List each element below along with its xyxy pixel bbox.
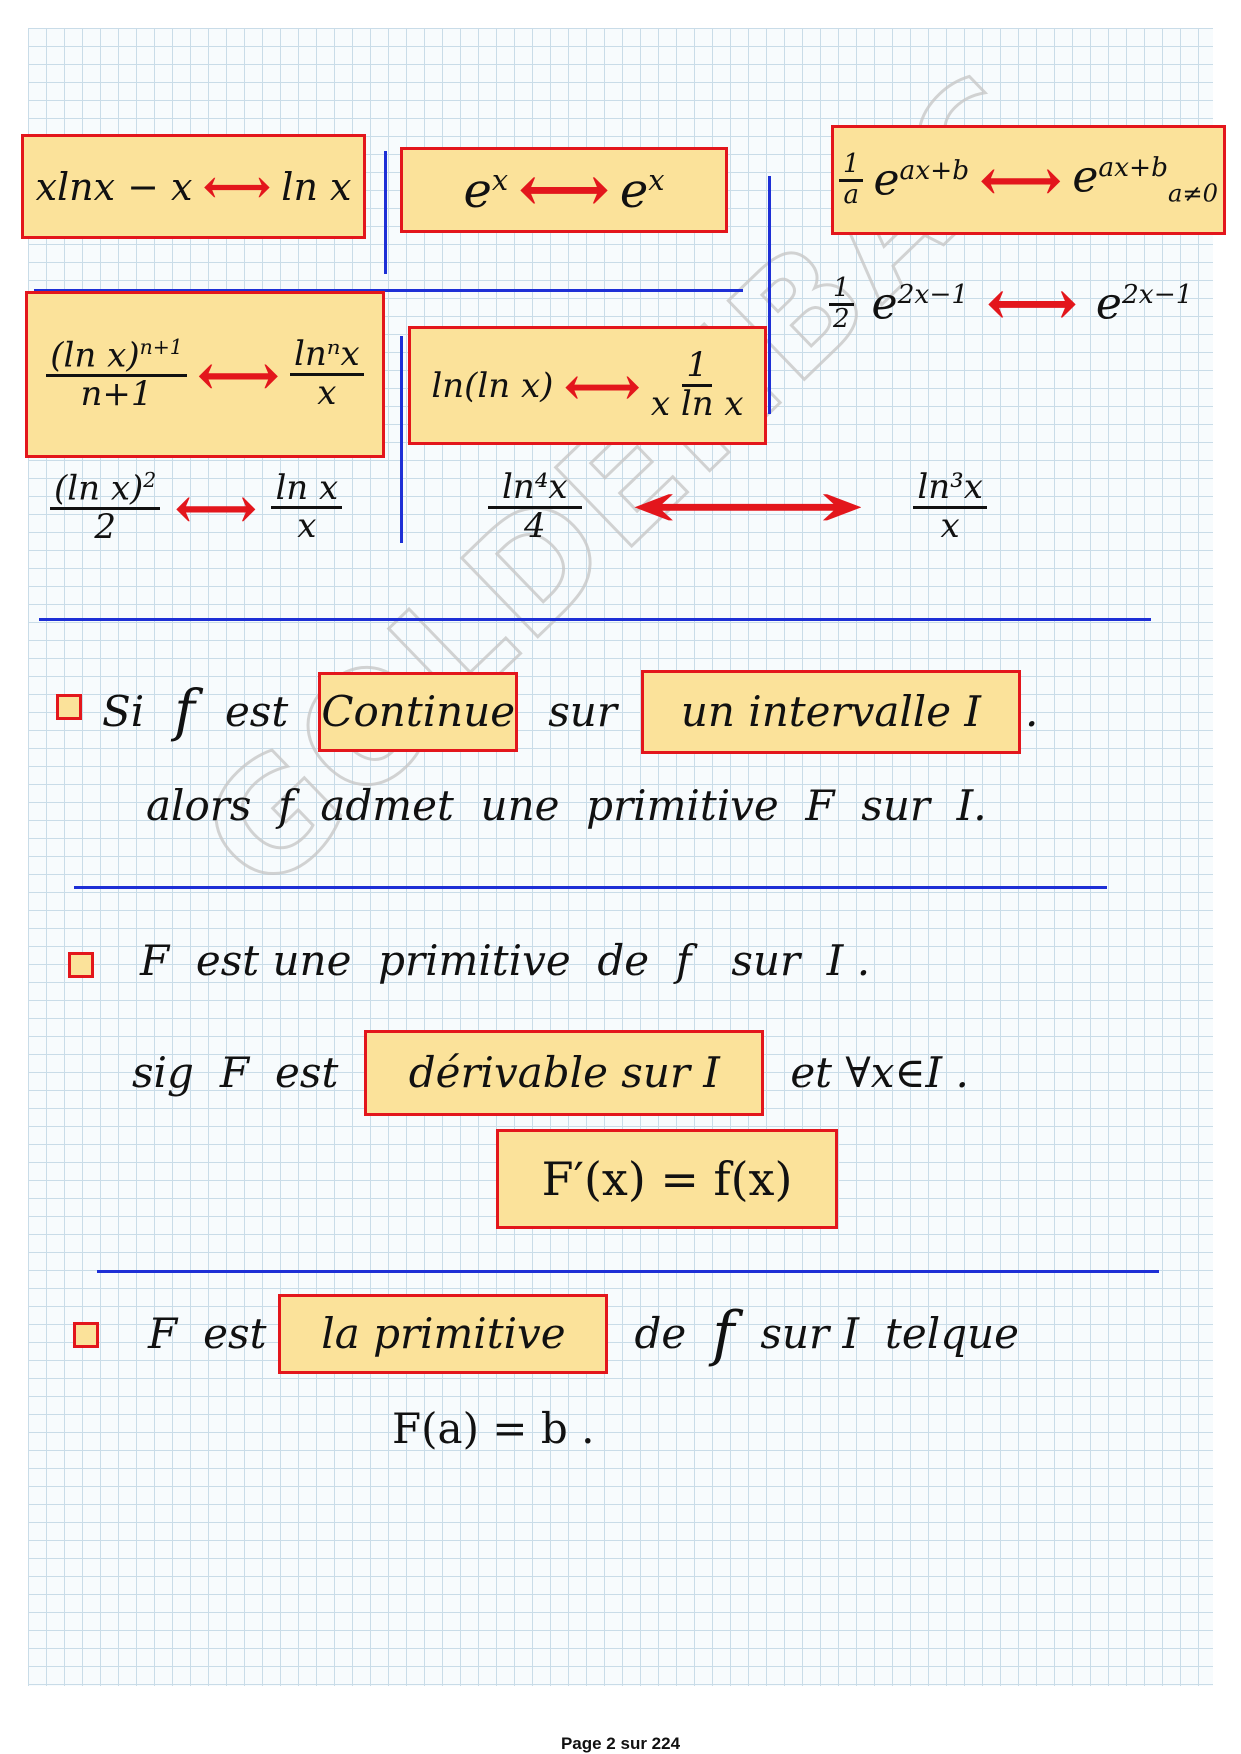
formula-right: ln x: [281, 164, 352, 209]
formula-xlnx: xlnx − x ⟷ ln x: [21, 134, 366, 239]
text: sur I: [760, 1309, 860, 1358]
double-arrow-icon: ⟷: [174, 473, 258, 542]
text: est: [203, 1309, 267, 1358]
text: est: [224, 687, 289, 736]
text: telque: [885, 1309, 1020, 1358]
highlight-continue: Continue: [318, 672, 519, 752]
double-arrow-icon: ⟷: [196, 340, 280, 409]
section3-line2: F(a) = b .: [392, 1404, 595, 1453]
formula-right: e2x−1: [1095, 278, 1193, 330]
text: de: [634, 1309, 687, 1358]
divider-vertical: [400, 336, 403, 543]
formula-left: xlnx − x: [35, 164, 193, 209]
text: F: [219, 1048, 250, 1097]
double-arrow-icon: ⟷: [518, 152, 610, 227]
double-arrow-icon: ⟷: [628, 469, 867, 545]
highlight-derivable: dérivable sur I: [364, 1030, 765, 1116]
bullet-checkbox: [56, 694, 82, 720]
divider-horizontal: [34, 289, 743, 292]
divider-vertical: [384, 151, 387, 274]
text: .: [1024, 687, 1039, 736]
formula-right: eax+ba≠0: [1072, 151, 1219, 208]
text: f: [712, 1299, 735, 1369]
text: sur: [548, 687, 617, 736]
bullet-checkbox: [68, 952, 94, 978]
divider-horizontal: [39, 618, 1151, 621]
formula-right: ex: [619, 162, 665, 219]
divider-vertical: [768, 176, 771, 414]
section2-line1: F est une primitive de f sur I .: [140, 936, 871, 985]
text: est: [275, 1048, 339, 1097]
formula-exp: ex ⟷ ex: [400, 147, 728, 233]
divider-horizontal: [97, 1270, 1159, 1273]
highlight-derivative-formula: F′(x) = f(x): [496, 1129, 838, 1229]
text: f: [174, 679, 195, 744]
bullet-checkbox: [73, 1322, 99, 1348]
formula-left: ln(ln x): [431, 365, 554, 406]
page-number: Page 2 sur 224: [560, 1734, 681, 1753]
double-arrow-icon: ⟷: [979, 146, 1063, 214]
highlight-interval: un intervalle I: [640, 670, 1021, 754]
divider-horizontal: [74, 886, 1107, 889]
section3-line1: F est la primitive de f sur I telque: [148, 1294, 1019, 1374]
double-arrow-icon: ⟷: [563, 353, 641, 418]
formula-left: e2x−1: [871, 278, 969, 330]
section1-line2: alors f admet une primitive F sur I.: [146, 781, 987, 830]
text: F: [148, 1309, 178, 1358]
section1-line1: Si f est Continue sur un intervalle I .: [102, 670, 1038, 754]
double-arrow-icon: ⟷: [986, 266, 1078, 341]
highlight-la-primitive: la primitive: [278, 1294, 609, 1374]
text: et ∀x∈I .: [790, 1048, 969, 1097]
section2-line2: sig F est dérivable sur I et ∀x∈I .: [132, 1030, 969, 1116]
formula-left: ex: [463, 162, 509, 219]
formula-left: eax+b: [873, 154, 970, 206]
double-arrow-icon: ⟷: [202, 158, 272, 215]
text: Si: [102, 687, 145, 736]
text: sig: [132, 1048, 194, 1097]
